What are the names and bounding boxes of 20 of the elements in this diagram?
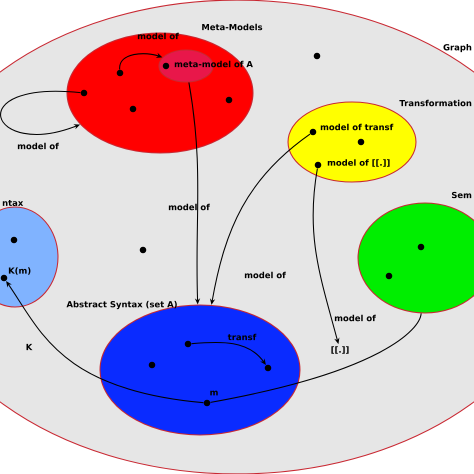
region-title: Transformation [399, 100, 472, 106]
dot-label: m [210, 390, 218, 396]
dot-label: K(m) [8, 267, 30, 275]
edge-label: model of [244, 272, 286, 278]
region-title: Sem [452, 192, 472, 198]
region-title: meta-model of A [174, 60, 253, 68]
dot-label: model of transf [320, 124, 394, 130]
edge-label: model of [334, 314, 376, 322]
edge-label: model of [18, 142, 59, 150]
arrow [0, 90, 80, 135]
edge-label: K [26, 344, 32, 350]
region-title: Abstract Syntax (set A) [66, 300, 177, 310]
edge-label: transf [228, 334, 256, 340]
edge-label: model of [138, 32, 179, 40]
dot-label: model of [[.]] [328, 159, 390, 167]
region-title: Meta-Models [202, 24, 262, 30]
edge-label: model of [168, 204, 210, 210]
region-title: ntax [2, 200, 24, 206]
text-label: [[.]] [331, 346, 349, 354]
region-title: Graph [444, 44, 472, 52]
